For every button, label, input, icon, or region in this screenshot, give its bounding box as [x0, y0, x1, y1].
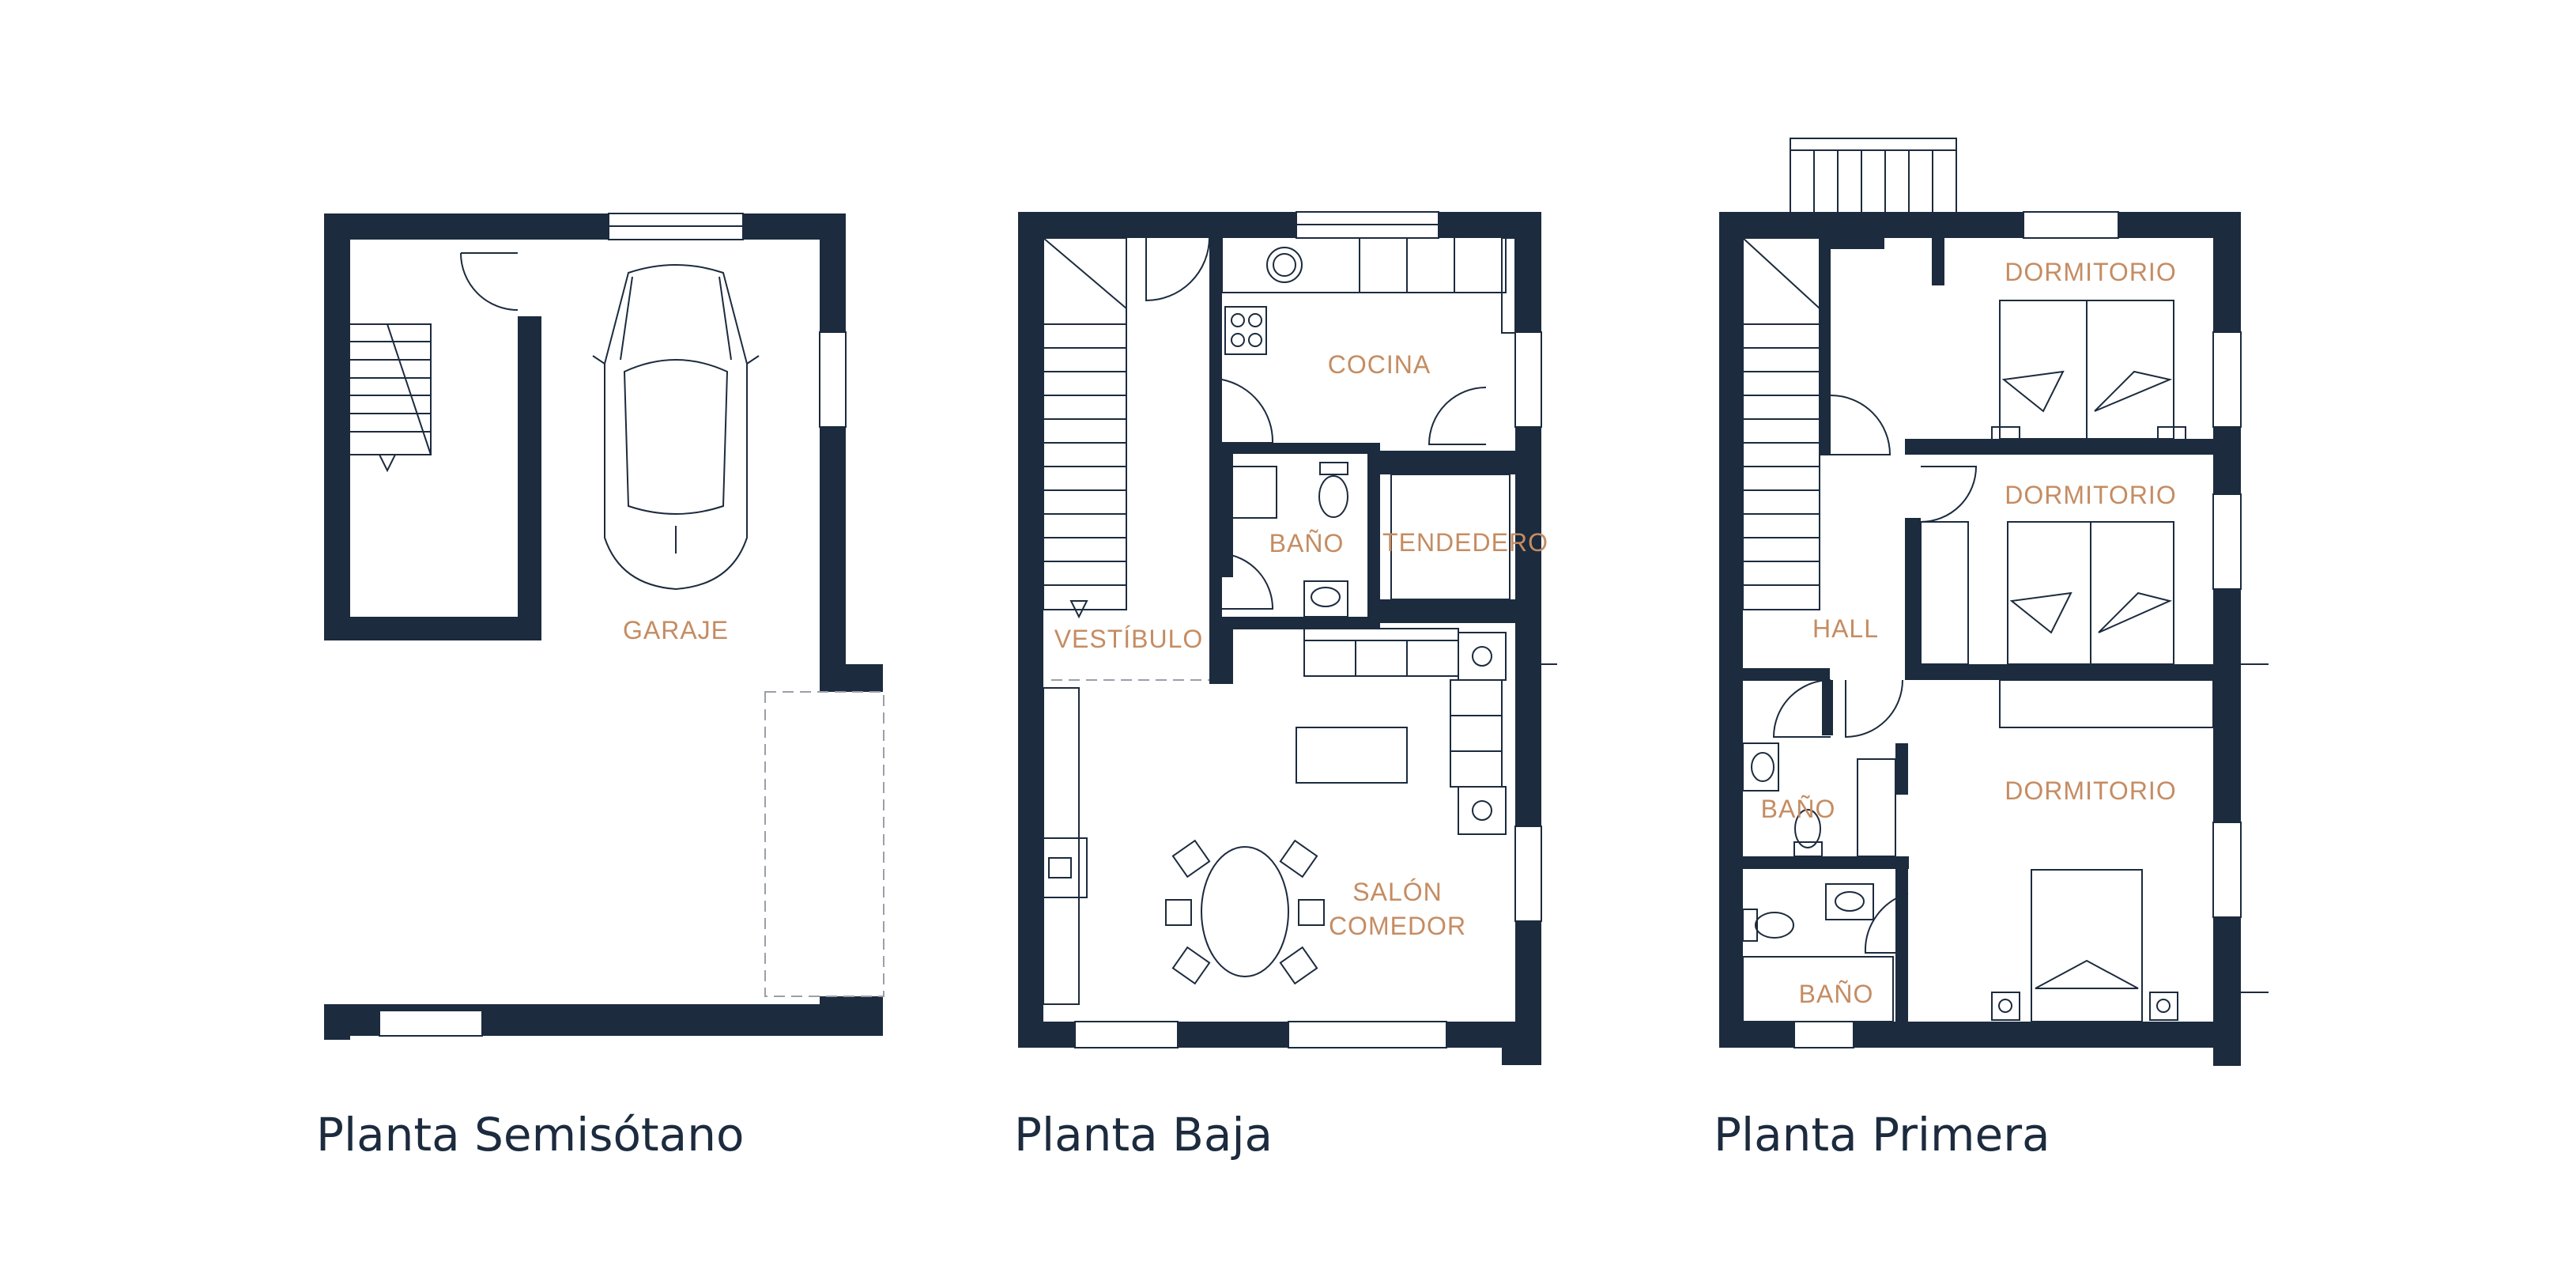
window-icon	[379, 213, 847, 1037]
door-icon	[460, 252, 519, 311]
kitchen-counter	[1221, 237, 1516, 334]
chair-icon	[1165, 839, 1325, 985]
wardrobe	[1999, 679, 2214, 728]
room-label-cocina: COCINA	[1328, 350, 1431, 379]
stove-icon	[1224, 306, 1267, 355]
room-label-dormitorio-3: DORMITORIO	[2005, 776, 2176, 805]
walls-primera	[1719, 212, 2241, 1066]
coffee-table	[1296, 727, 1408, 784]
room-label-vestibulo: VESTÍBULO	[1054, 625, 1204, 653]
walls-semisotano	[324, 213, 883, 1040]
room-label-hall: HALL	[1812, 614, 1879, 643]
room-label-bano: BAÑO	[1269, 529, 1345, 557]
toilet-icon	[1318, 462, 1348, 518]
shower-tray	[1857, 758, 1896, 857]
dining-table-icon	[1165, 839, 1325, 985]
toilet-icon	[1742, 809, 1823, 942]
room-label-garaje: GARAJE	[623, 616, 729, 644]
room-label-dormitorio-1: DORMITORIO	[2005, 258, 2176, 286]
plan-semisotano: GARAJE Planta Semisótano	[316, 213, 884, 1162]
room-label-bano-1: BAÑO	[1761, 795, 1836, 823]
door-icon	[1145, 237, 1487, 610]
bathtub	[1742, 956, 1894, 1022]
shower-tray	[1224, 466, 1277, 519]
caption-primera: Planta Primera	[1714, 1108, 2050, 1162]
garage-door-swing	[764, 691, 884, 997]
bed-icon	[1991, 300, 2186, 448]
plan-baja: COCINA BAÑO TENDEDERO VESTÍBULO SALÓN CO…	[1014, 211, 1557, 1162]
room-label-comedor: COMEDOR	[1329, 912, 1466, 940]
kitchen-island	[1043, 687, 1088, 1005]
room-label-tendedero: TENDEDERO	[1382, 528, 1548, 557]
balcony-icon	[1790, 138, 1957, 214]
tendedero-frame	[1390, 474, 1511, 600]
room-label-bano-2: BAÑO	[1799, 980, 1874, 1008]
caption-baja: Planta Baja	[1014, 1108, 1273, 1162]
car-icon	[592, 264, 760, 591]
washbasin-icon	[1303, 580, 1348, 618]
stairs-icon	[1742, 237, 1820, 610]
stairs-icon	[350, 323, 432, 473]
washbasin-icon	[1742, 742, 1874, 920]
sink-icon	[1266, 247, 1303, 283]
door-icon	[1772, 395, 1978, 954]
caption-semisotano: Planta Semisótano	[316, 1108, 744, 1162]
room-label-dormitorio-2: DORMITORIO	[2005, 481, 2176, 509]
stairs-icon	[1043, 237, 1127, 619]
window-icon	[1793, 211, 2269, 1048]
bed-icon	[1920, 521, 2174, 665]
bed-icon	[1991, 869, 2178, 1022]
sofa-icon	[1303, 628, 1507, 835]
room-label-salon: SALÓN	[1352, 878, 1442, 906]
plan-primera: DORMITORIO DORMITORIO DORMITORIO HALL BA…	[1714, 138, 2269, 1162]
window-icon	[1074, 211, 1557, 1048]
